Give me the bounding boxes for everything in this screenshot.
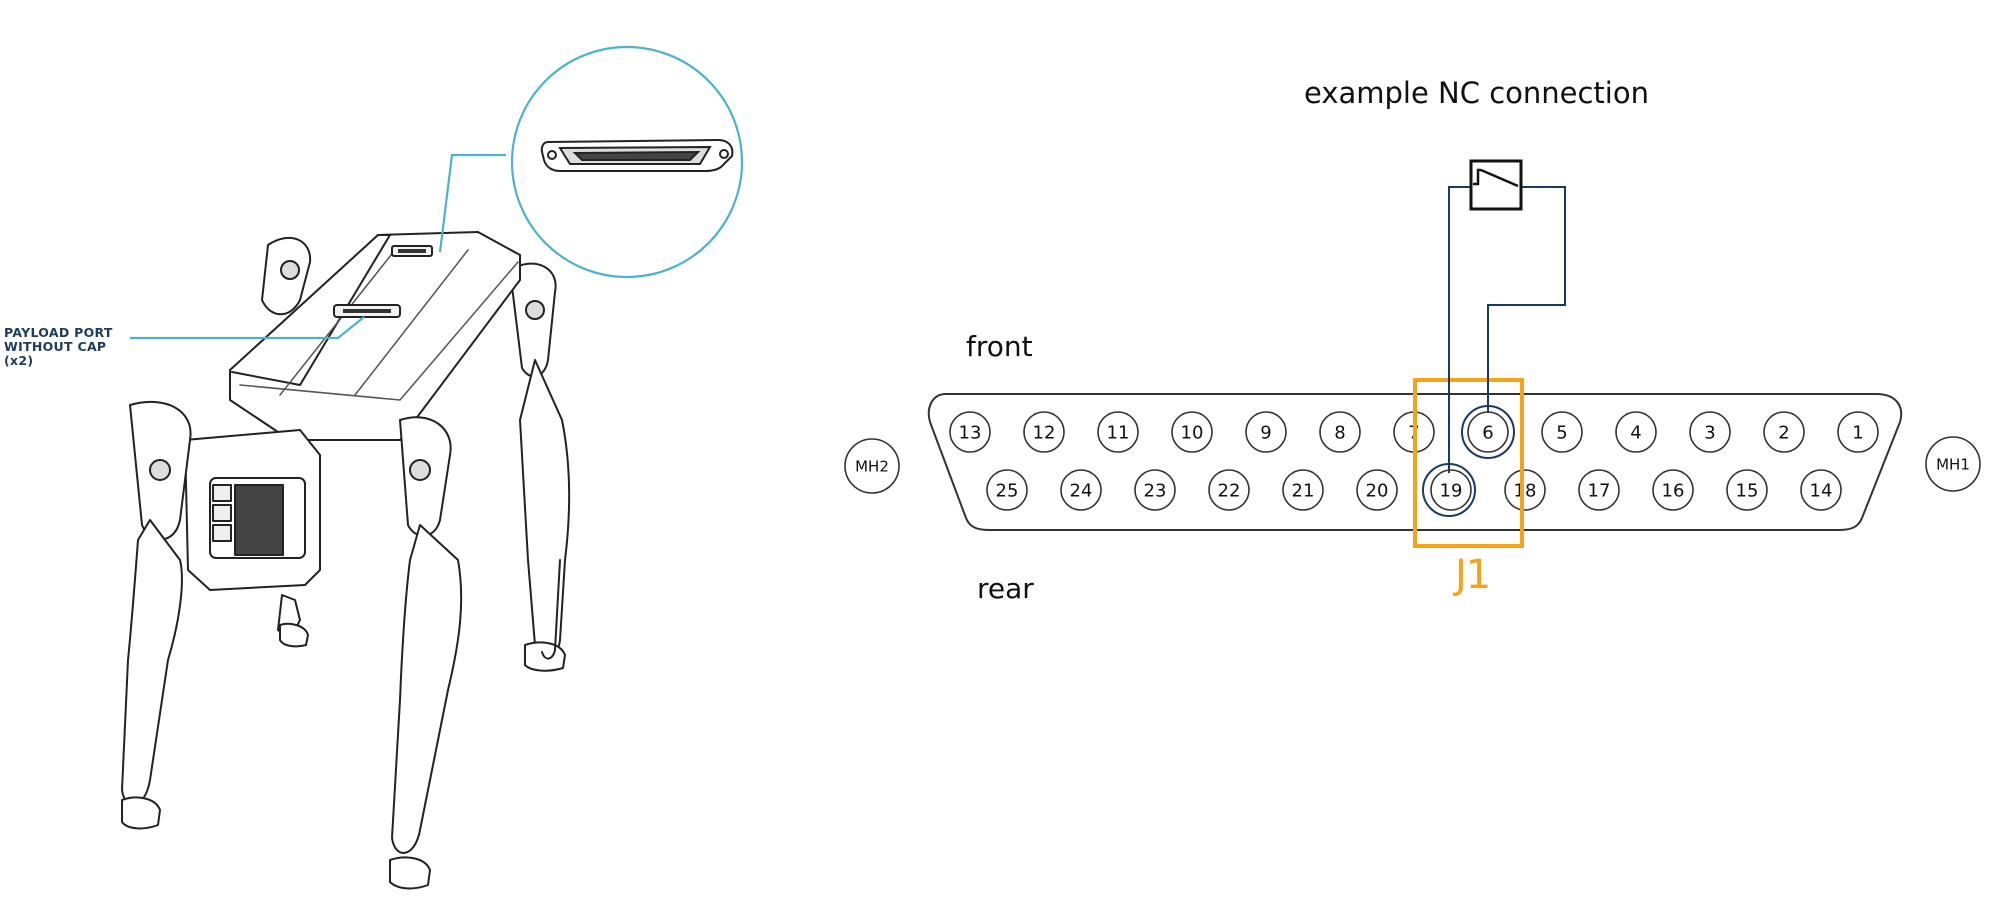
mounting-hole-mh1: MH1	[1925, 436, 1981, 492]
wire-to-pin-19	[1448, 186, 1471, 473]
pin-16-label: 16	[1662, 480, 1685, 501]
pin-15-label: 15	[1736, 480, 1759, 501]
pin-1-label: 1	[1852, 422, 1863, 443]
pin-9-label: 9	[1260, 422, 1271, 443]
pin-15: 15	[1726, 469, 1768, 511]
payload-port-label-line-2: WITHOUT CAP	[4, 339, 107, 354]
rear-label: rear	[977, 572, 1034, 605]
pin-19-ring	[1422, 463, 1476, 517]
pin-13: 13	[949, 411, 991, 453]
pin-21-label: 21	[1292, 480, 1315, 501]
pin-23: 23	[1134, 469, 1176, 511]
pin-19-label: 19	[1440, 480, 1463, 501]
payload-port-label-line-3: (x2)	[4, 353, 34, 368]
pin-6: 6	[1467, 411, 1509, 453]
nc-switch-wiring	[1422, 186, 1566, 517]
pin-8: 8	[1319, 411, 1361, 453]
payload-port-label-line-1: PAYLOAD PORT	[4, 325, 113, 340]
nc-switch-symbol	[1469, 159, 1523, 211]
j1-label: J1	[1455, 552, 1491, 598]
j1-highlight-box	[1413, 378, 1524, 548]
pin-4: 4	[1615, 411, 1657, 453]
pin-3-label: 3	[1704, 422, 1715, 443]
pin-5-label: 5	[1556, 422, 1567, 443]
pin-2: 2	[1763, 411, 1805, 453]
pin-10: 10	[1171, 411, 1213, 453]
pin-12-label: 12	[1033, 422, 1056, 443]
pin-17: 17	[1578, 469, 1620, 511]
zoomed-payload-port	[540, 138, 734, 172]
wire-to-pin-6	[1487, 186, 1566, 413]
pin-19: 19	[1430, 469, 1472, 511]
pin-21: 21	[1282, 469, 1324, 511]
pin-22: 22	[1208, 469, 1250, 511]
pin-10-label: 10	[1181, 422, 1204, 443]
robot-illustration	[121, 231, 571, 890]
mounting-hole-mh1-label: MH1	[1936, 455, 1970, 473]
front-label: front	[966, 330, 1033, 363]
pin-4-label: 4	[1630, 422, 1641, 443]
pin-24-label: 24	[1070, 480, 1093, 501]
pin-20-label: 20	[1366, 480, 1389, 501]
payload-port-callout	[130, 45, 744, 340]
pin-2-label: 2	[1778, 422, 1789, 443]
pin-22-label: 22	[1218, 480, 1241, 501]
pin-14-label: 14	[1810, 480, 1833, 501]
pin-18: 18	[1504, 469, 1546, 511]
pin-23-label: 23	[1144, 480, 1167, 501]
pin-25: 25	[986, 469, 1028, 511]
pin-11: 11	[1097, 411, 1139, 453]
pin-13-label: 13	[959, 422, 982, 443]
pin-6-label: 6	[1482, 422, 1493, 443]
payload-callout-line	[130, 316, 365, 340]
pin-20: 20	[1356, 469, 1398, 511]
pin-11-label: 11	[1107, 422, 1130, 443]
pin-14: 14	[1800, 469, 1842, 511]
pin-12: 12	[1023, 411, 1065, 453]
zoom-callout-line	[438, 153, 506, 253]
pin-6-ring	[1461, 405, 1515, 459]
pin-8-label: 8	[1334, 422, 1345, 443]
pin-5: 5	[1541, 411, 1583, 453]
pin-25-label: 25	[996, 480, 1019, 501]
pin-16: 16	[1652, 469, 1694, 511]
payload-port-label: PAYLOAD PORT WITHOUT CAP (x2)	[4, 326, 144, 368]
pin-3: 3	[1689, 411, 1731, 453]
pin-24: 24	[1060, 469, 1102, 511]
diagram-title: example NC connection	[1304, 76, 1649, 110]
pin-9: 9	[1245, 411, 1287, 453]
pin-18-label: 18	[1514, 480, 1537, 501]
mounting-hole-mh2: MH2	[844, 438, 900, 494]
mounting-hole-mh2-label: MH2	[855, 457, 889, 475]
pin-17-label: 17	[1588, 480, 1611, 501]
pin-1: 1	[1837, 411, 1879, 453]
